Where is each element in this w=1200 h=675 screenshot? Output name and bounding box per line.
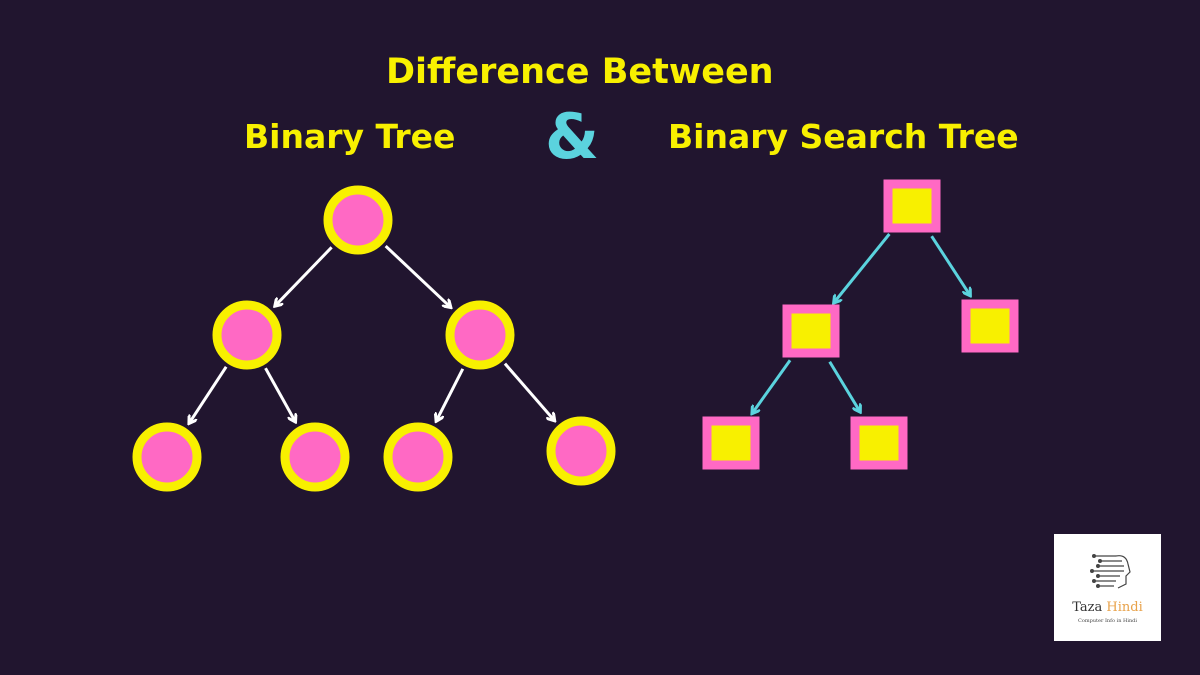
bst-node-square	[961, 299, 1019, 353]
tree-node-circle	[280, 422, 350, 492]
circuit-head-icon	[1090, 554, 1131, 589]
edge-arrow	[752, 359, 792, 413]
edge-arrow	[503, 362, 555, 421]
edge-arrow	[275, 246, 333, 306]
edge-arrow	[834, 233, 891, 303]
bst-node-square	[850, 416, 908, 470]
tree-node-circle	[212, 300, 282, 370]
edge-arrow	[264, 367, 296, 422]
tree-node-circle	[132, 422, 202, 492]
edge-arrow	[828, 360, 861, 412]
taza-hindi-logo: Taza Hindi Computer Info in Hindi	[1054, 534, 1161, 641]
binary-search-tree-label: Binary Search Tree	[668, 117, 1019, 156]
bst-node-square	[782, 304, 840, 358]
tree-node-circle	[546, 416, 616, 486]
binary-tree-label: Binary Tree	[244, 117, 456, 156]
tree-node-circle	[323, 185, 393, 255]
title: Difference Between	[386, 52, 774, 92]
tree-node-circle	[445, 300, 515, 370]
bst-node-square	[883, 179, 941, 233]
logo-name: Taza Hindi	[1072, 600, 1143, 615]
logo-tagline: Computer Info in Hindi	[1078, 618, 1137, 624]
tree-node-circle	[383, 422, 453, 492]
bst-node-square	[702, 416, 760, 470]
ampersand: &	[545, 100, 600, 173]
edge-arrow	[189, 365, 228, 424]
edge-arrow	[384, 244, 451, 307]
edge-arrow	[436, 368, 465, 421]
edge-arrow	[930, 235, 971, 296]
